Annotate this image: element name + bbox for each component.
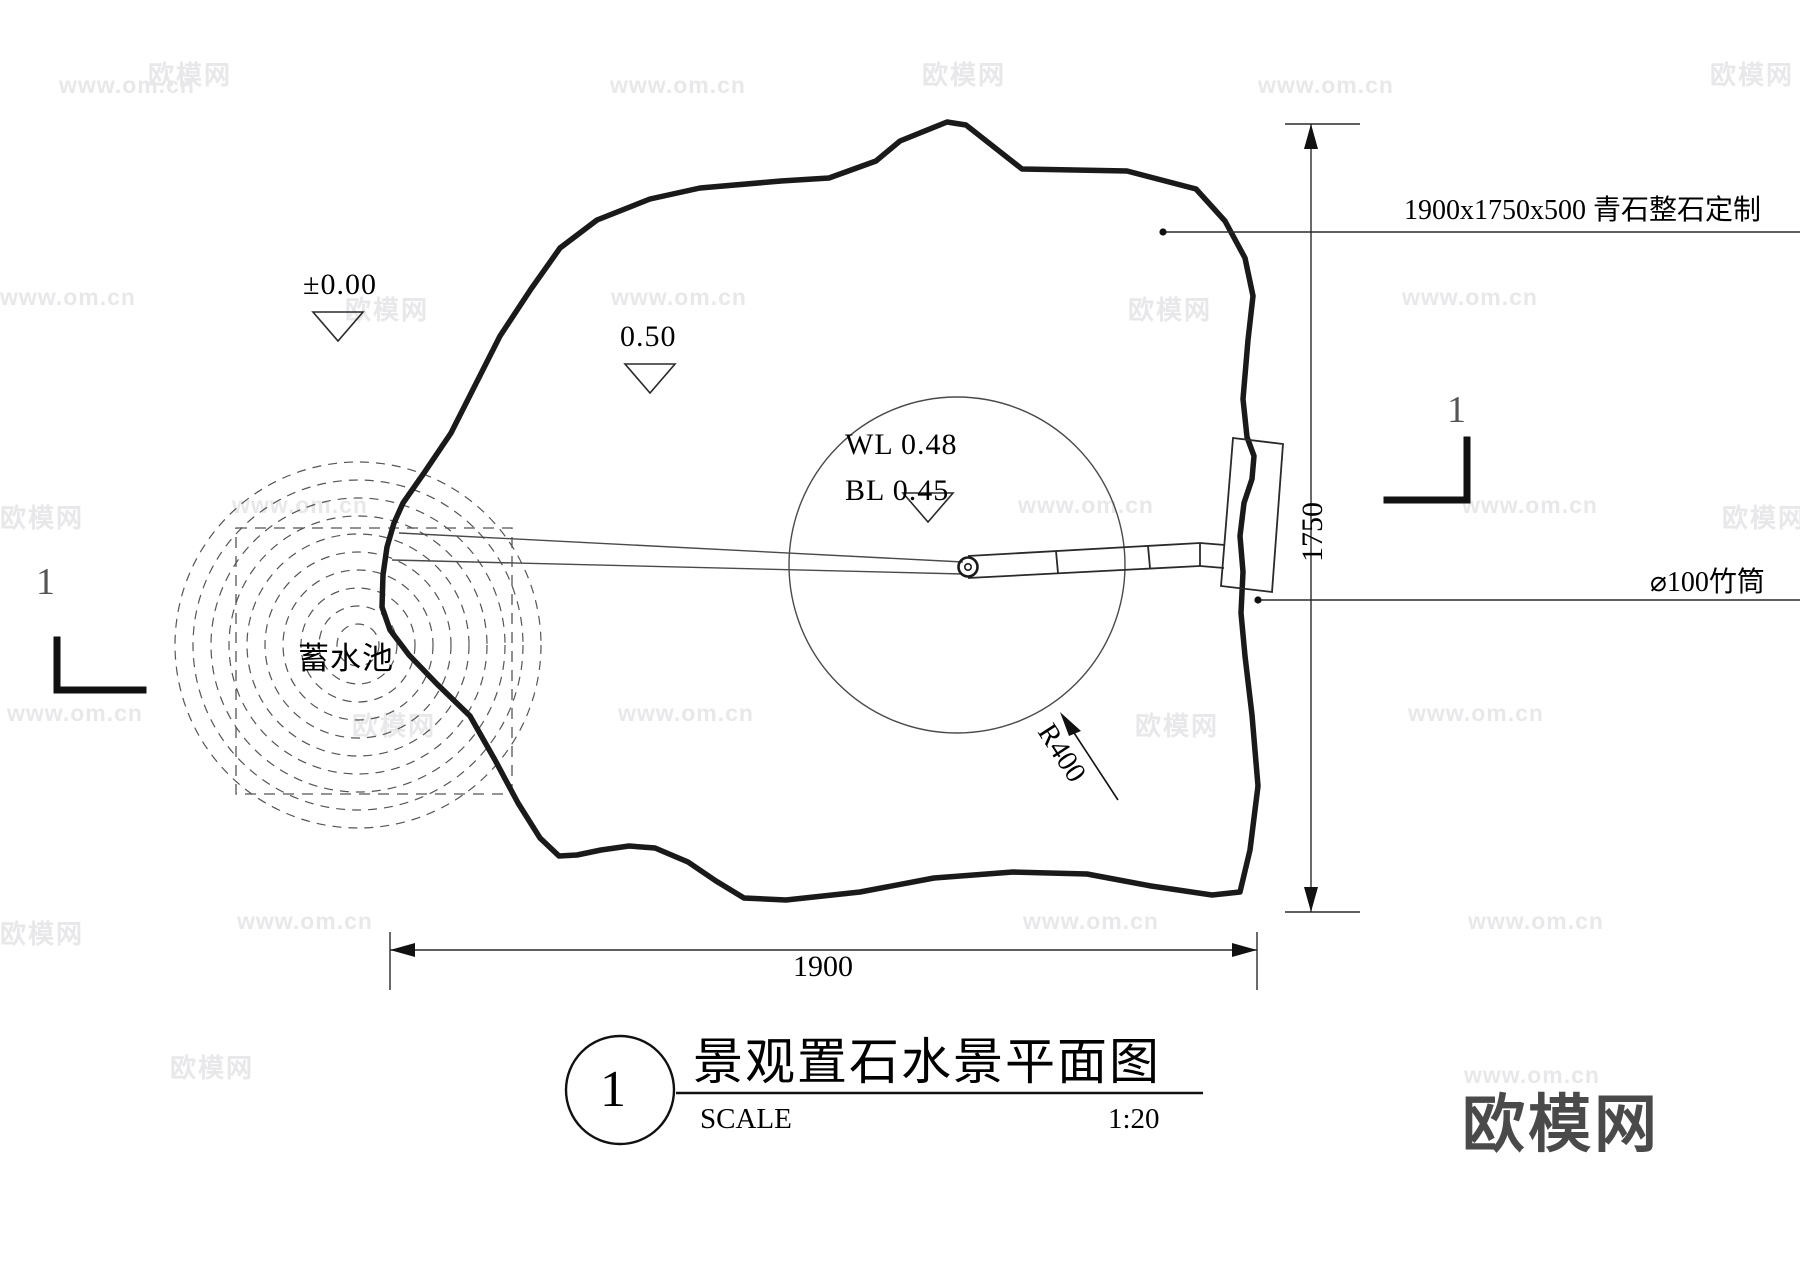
elevation-triangle-stone — [623, 363, 677, 395]
elevation-stone-label: 0.50 — [620, 320, 677, 353]
section-bracket-left — [53, 636, 147, 694]
dimension-height-label: 1750 — [1296, 502, 1329, 562]
dimension-width — [389, 932, 1258, 990]
pipe-mount-plate — [1199, 436, 1284, 594]
water-tank-label: 蓄水池 — [298, 641, 394, 676]
detail-bubble — [564, 1034, 676, 1146]
pipe-outlet-center — [963, 562, 972, 571]
brand-logo: 欧模网 — [1462, 1090, 1660, 1160]
scale-label: SCALE — [700, 1103, 792, 1135]
dim-arrow-left — [390, 943, 415, 957]
dim-arrow-bottom — [1304, 887, 1318, 912]
stone-outline — [379, 119, 1261, 903]
detail-number: 1 — [600, 1061, 626, 1118]
stone-spec-label: 1900x1750x500 青石整石定制 — [1404, 195, 1762, 226]
bamboo-pipe-label: ⌀100竹筒 — [1650, 567, 1765, 598]
section-marker-right-label: 1 — [1447, 389, 1466, 431]
bamboo-pipe-leader-dot — [1254, 596, 1262, 604]
bottom-level-label: BL 0.45 — [845, 474, 950, 507]
dimension-height — [1285, 123, 1360, 913]
pipe-outlet — [957, 556, 979, 578]
elevation-triangle-water — [901, 492, 955, 524]
elevation-triangle-ground — [311, 311, 365, 343]
section-bracket-right — [1383, 436, 1471, 504]
dim-arrow-right — [1232, 943, 1257, 957]
water-level-label: WL 0.48 — [845, 428, 958, 461]
dim-arrow-top — [1304, 124, 1318, 149]
stone-spec-leader-dot — [1159, 228, 1167, 236]
section-marker-left-label: 1 — [36, 561, 55, 603]
scale-value: 1:20 — [1108, 1103, 1160, 1135]
bamboo-pipe — [967, 542, 1201, 579]
elevation-ground-label: ±0.00 — [303, 268, 377, 301]
water-tank-circles — [174, 461, 542, 829]
page-title: 景观置石水景平面图 — [693, 1034, 1161, 1090]
supply-pipe-lines — [391, 532, 964, 575]
water-tank-square — [235, 527, 513, 795]
basin-circle — [788, 396, 1126, 734]
dimension-width-label: 1900 — [793, 950, 853, 983]
radius-arrowhead — [1060, 712, 1081, 736]
